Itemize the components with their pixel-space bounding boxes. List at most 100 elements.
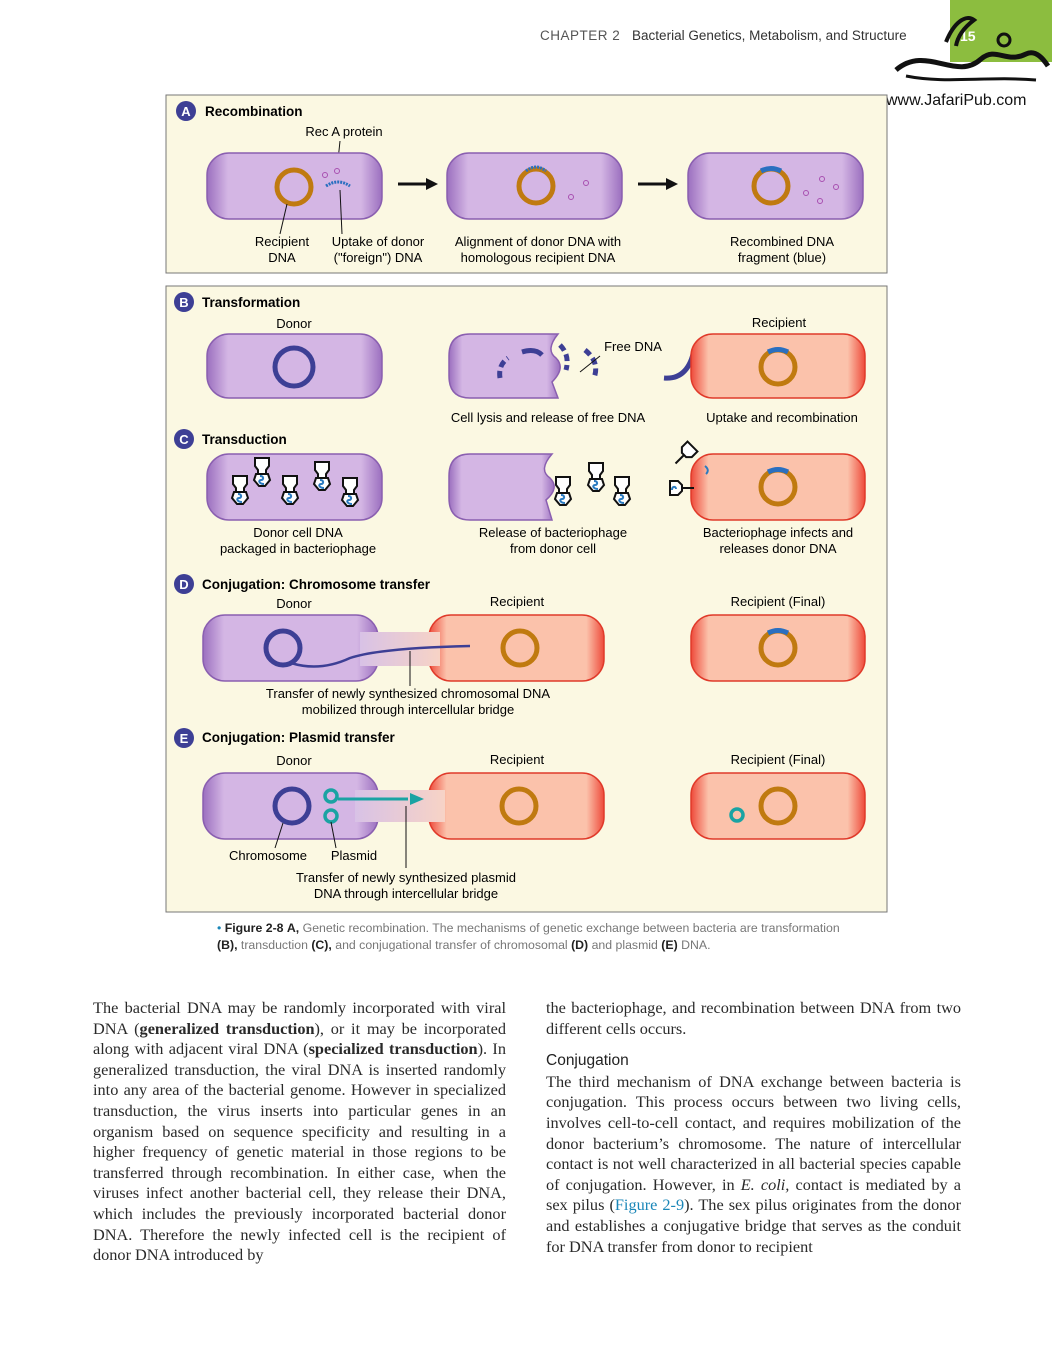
free-dna-fragment: [558, 343, 570, 371]
recipient-chromosome-d: [500, 628, 540, 668]
body-text: ). In generalized transduction, the vira…: [93, 1039, 506, 1265]
donor-chromosome-b: [272, 345, 316, 389]
label-release-1: Release of bacteriophage: [479, 525, 627, 540]
label-e-transfer-1: Transfer of newly synthesized plasmid: [296, 870, 516, 885]
panel-b-title: Transformation: [202, 295, 300, 310]
running-header: CHAPTER 2 Bacterial Genetics, Metabolism…: [540, 28, 907, 43]
donor-chromosome-d: [263, 628, 303, 668]
label-recipient-dna-2: DNA: [268, 250, 296, 265]
caption-ref-e: (E): [661, 938, 678, 952]
cell-c-recipient: [690, 453, 866, 521]
label-align-2: homologous recipient DNA: [461, 250, 616, 265]
reca-dot: [334, 168, 340, 174]
label-release-2: from donor cell: [510, 541, 596, 556]
label-d-transfer-2: mobilized through intercellular bridge: [302, 702, 514, 717]
final-plasmid-icon: [729, 807, 745, 823]
label-plasmid: Plasmid: [331, 848, 377, 863]
arrow-a1-head: [426, 178, 438, 190]
cell-d-recipient: [428, 614, 605, 682]
watermark: www.JafariPub.com: [886, 92, 1027, 109]
panel-e-title: Conjugation: Plasmid transfer: [202, 730, 396, 745]
cell-d-donor: [202, 614, 379, 682]
label-e-final: Recipient (Final): [731, 752, 826, 767]
caption-ref-a: A,: [286, 921, 300, 935]
recombined-fragment-b: [766, 347, 790, 355]
chromosome-leader: [274, 822, 284, 849]
uptake-leader: [339, 189, 343, 235]
caption-text: and conjugational transfer of chromosoma…: [331, 938, 572, 952]
label-e-transfer-2: DNA through intercellular bridge: [314, 886, 498, 901]
figure-reference-link[interactable]: Figure 2-9: [614, 1195, 685, 1215]
body-column-right: the bacteriophage, and recombination bet…: [546, 998, 961, 1257]
infecting-phage-icon: [669, 480, 694, 496]
term-generalized-transduction: generalized transduction: [139, 1018, 315, 1038]
term-specialized-transduction: specialized transduction: [308, 1039, 478, 1059]
panel-c-letter: C: [179, 432, 189, 447]
intercellular-bridge-e: [355, 790, 445, 822]
label-recomb-2: fragment (blue): [738, 250, 826, 265]
chapter-title: Bacterial Genetics, Metabolism, and Stru…: [632, 28, 907, 43]
cell-a3: [687, 152, 864, 220]
label-e-recipient: Recipient: [490, 752, 545, 767]
label-infects-2: releases donor DNA: [719, 541, 836, 556]
label-chromosome: Chromosome: [229, 848, 307, 863]
panel-a-title: Recombination: [205, 104, 303, 119]
body-text: ), or it may be incorporated along with …: [93, 1018, 506, 1059]
caption-text: DNA.: [677, 938, 711, 952]
label-recipient-dna-1: Recipient: [255, 234, 310, 249]
reca-dot: [833, 184, 839, 190]
caption-ref-d: (D): [571, 938, 589, 952]
panel-d-badge: [174, 574, 194, 594]
plasmid-icon: [323, 788, 339, 804]
rec-a-label: Rec A protein: [305, 124, 382, 139]
recombined-fragment-c: [766, 467, 790, 475]
panel-b-badge: [174, 292, 194, 312]
transferred-chromosomal-dna: [290, 644, 471, 668]
panel-a-badge: [176, 101, 196, 121]
aligned-donor-dna: [525, 165, 547, 173]
cell-e-donor: [202, 772, 379, 840]
caption-text: and plasmid: [588, 938, 662, 952]
panel-d-title: Conjugation: Chromosome transfer: [202, 577, 431, 592]
arrow-a2-head: [666, 178, 678, 190]
panel-e-badge: [174, 728, 194, 748]
plasmid-transfer-arrowhead: [410, 793, 424, 805]
body-text: The bacterial DNA may be randomly incorp…: [93, 998, 506, 1038]
cell-c-lysed: [448, 453, 555, 521]
label-align-1: Alignment of donor DNA with: [455, 234, 621, 249]
recombined-fragment: [759, 166, 783, 174]
label-infects-1: Bacteriophage infects and: [703, 525, 853, 540]
label-e-donor: Donor: [276, 753, 312, 768]
reca-dot: [568, 194, 574, 200]
figure-caption: • Figure 2-8 A, Genetic recombination. T…: [217, 920, 842, 954]
section-heading-conjugation: Conjugation: [546, 1052, 629, 1070]
label-uptake-2: ("foreign") DNA: [334, 250, 423, 265]
reca-dot: [819, 176, 825, 182]
plasmid-leader: [330, 821, 337, 849]
label-packaged-1: Donor cell DNA: [253, 525, 343, 540]
caption-ref-b: (B),: [217, 938, 238, 952]
label-b-recipient: Recipient: [752, 315, 807, 330]
reca-dot: [817, 198, 823, 204]
cell-d-final: [690, 614, 866, 682]
cell-a1: [206, 152, 383, 220]
panel-c-badge: [174, 429, 194, 449]
chapter-label: CHAPTER 2: [540, 28, 621, 43]
recipient-chromosome-e: [499, 786, 539, 826]
recipient-leader: [279, 203, 288, 235]
body-text: The third mechanism of DNA exchange betw…: [546, 1071, 961, 1194]
cell-e-recipient: [428, 772, 605, 840]
cell-b-lysed: [448, 333, 561, 399]
panel-d-letter: D: [179, 577, 188, 592]
species-name: E. coli,: [740, 1174, 790, 1194]
reca-dot: [803, 190, 809, 196]
free-dna-fragment: [497, 355, 510, 379]
body-text: contact is mediated by a sex pilus (: [546, 1174, 961, 1215]
label-b-donor: Donor: [276, 316, 312, 331]
panel-a-letter: A: [181, 104, 191, 119]
reca-dot: [322, 172, 328, 178]
injected-dna: [704, 465, 709, 475]
reca-dot: [583, 180, 589, 186]
label-d-transfer-1: Transfer of newly synthesized chromosoma…: [266, 686, 551, 701]
label-packaged-2: packaged in bacteriophage: [220, 541, 376, 556]
